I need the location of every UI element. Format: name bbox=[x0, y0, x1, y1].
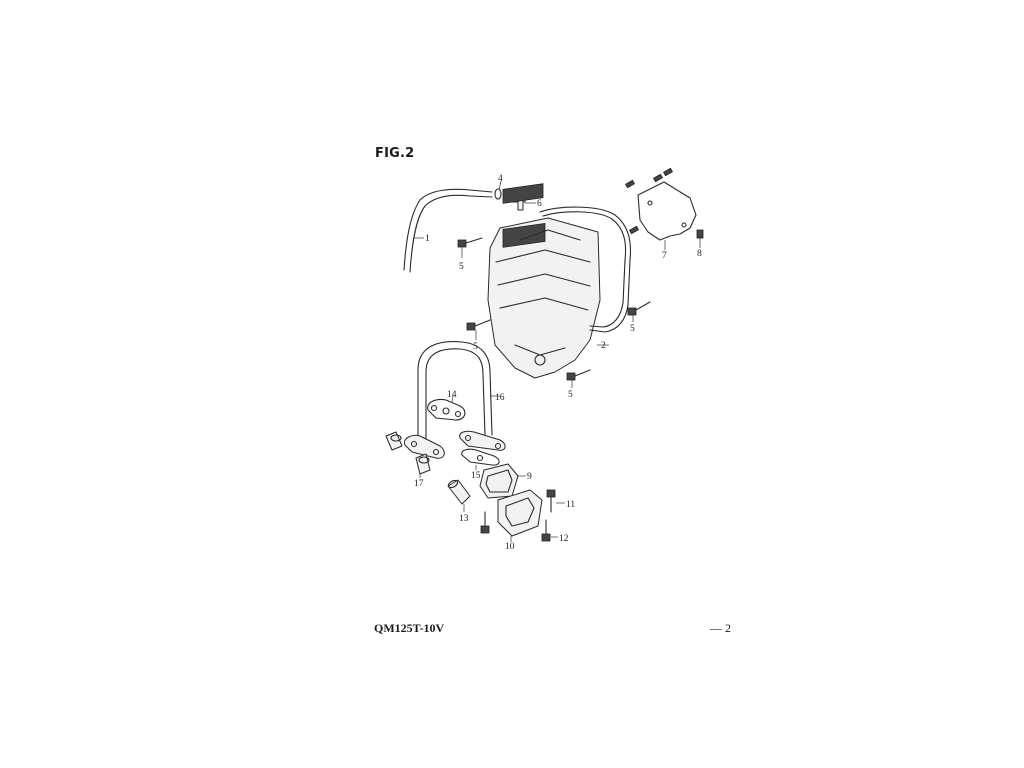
part-bolt-small bbox=[480, 511, 490, 534]
callout-14: 14 bbox=[447, 390, 457, 400]
callout-5c: 5 bbox=[630, 324, 635, 334]
callout-5d: 5 bbox=[568, 390, 573, 400]
callout-13: 13 bbox=[459, 514, 469, 524]
part-bolt-group bbox=[457, 237, 651, 388]
part-gasket-15 bbox=[461, 448, 500, 470]
callout-12: 12 bbox=[559, 534, 569, 544]
part-breather-hose bbox=[403, 188, 493, 273]
callout-5a: 5 bbox=[459, 262, 464, 272]
part-pipe-flanges bbox=[403, 430, 506, 459]
part-cylinder-head-cover bbox=[487, 183, 609, 379]
figure-title: FIG.2 bbox=[375, 146, 415, 161]
model-number: QM125T-10V bbox=[374, 621, 445, 635]
callout-15: 15 bbox=[471, 471, 481, 481]
callout-6: 6 bbox=[537, 199, 542, 209]
callout-1: 1 bbox=[425, 234, 430, 244]
part-cover-gasket bbox=[539, 206, 632, 333]
part-nipple-13 bbox=[447, 479, 471, 512]
callout-5b: 5 bbox=[473, 342, 478, 352]
part-gasket-14 bbox=[427, 395, 466, 421]
part-side-plate bbox=[637, 181, 697, 250]
callout-16: 16 bbox=[495, 393, 505, 403]
part-bolt-12 bbox=[541, 519, 558, 542]
part-pipe-loop bbox=[417, 341, 500, 441]
callout-2: 2 bbox=[601, 341, 606, 351]
callout-10: 10 bbox=[505, 542, 515, 552]
part-hose-clip bbox=[494, 180, 502, 200]
page-number: — 2 bbox=[710, 621, 731, 635]
callout-4: 4 bbox=[498, 174, 503, 184]
callout-8: 8 bbox=[697, 249, 702, 259]
part-cover-plate bbox=[497, 489, 543, 542]
callout-11: 11 bbox=[566, 500, 575, 510]
callout-9: 9 bbox=[527, 472, 532, 482]
callout-labels: 1 2 4 5 5 5 5 6 7 8 9 10 11 12 13 14 15 … bbox=[414, 174, 702, 552]
part-bolt-11 bbox=[546, 489, 565, 513]
callout-7: 7 bbox=[662, 251, 667, 261]
part-cap-17 bbox=[385, 431, 431, 478]
callout-17: 17 bbox=[414, 479, 424, 489]
part-plate-bolts bbox=[624, 167, 704, 248]
